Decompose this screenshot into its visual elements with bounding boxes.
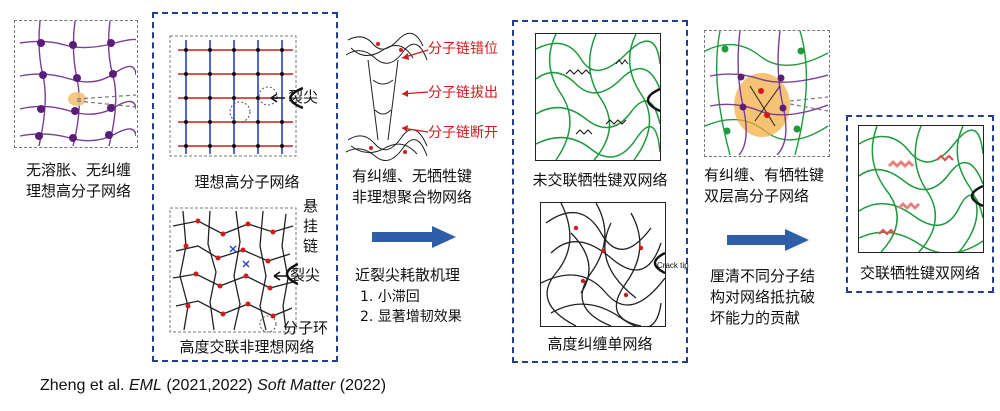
- mechanism-item-2: 2. 显著增韧效果: [360, 309, 462, 325]
- crosslinked-double-network-illustration: [858, 125, 984, 253]
- molecular-loop-label: 分子环: [283, 319, 329, 337]
- uncrosslinked-double-network-illustration: [535, 33, 661, 161]
- mechanism-arrows: [398, 40, 430, 140]
- crack-tip-arrow-2: [270, 270, 290, 282]
- dislocation-label: 分子链错位: [428, 41, 498, 57]
- crosslinked-double-label: 交联牺牲键双网络: [859, 264, 980, 282]
- citation-authors: Zheng et al.: [40, 377, 125, 394]
- citation-years-2: (2022): [339, 377, 387, 394]
- crack-tip-arrow-1: [267, 92, 287, 104]
- dangling-chain-label-1: 悬: [303, 197, 319, 215]
- bilayer-network-panel: [704, 30, 830, 157]
- uncrosslinked-double-label: 未交联牺牲键双网络: [532, 171, 668, 189]
- nonideal-network-label: 高度交联非理想网络: [179, 338, 315, 356]
- bilayer-label-line2: 双层高分子网络: [704, 187, 810, 205]
- right-arrow-1: [372, 226, 456, 248]
- dangling-chain-label-2: 挂: [303, 217, 319, 235]
- ideal-lattice-illustration: [168, 32, 303, 162]
- clarify-line1: 厘清不同分子结: [710, 267, 816, 285]
- ideal-swollen-label: 无溶胀、无纠缠: [25, 161, 131, 179]
- nonideal-network-illustration: [168, 206, 298, 334]
- pullout-label: 分子链拔出: [428, 85, 498, 101]
- entangled-label-line1: 有纠缠、无牺牲键: [352, 167, 473, 185]
- dangling-chain-label-3: 链: [303, 237, 319, 255]
- bilayer-label-line1: 有纠缠、有牺牲键: [704, 166, 825, 184]
- clarify-line2: 构对网络抵抗破: [710, 288, 816, 306]
- ideal-vs-nonideal-group: [152, 12, 338, 362]
- ideal-swollen-label-2: 理想高分子网络: [25, 182, 131, 200]
- entangled-network-illustration: [343, 30, 429, 162]
- mechanism-title: 近裂尖耗散机理: [355, 266, 461, 284]
- clarify-line3: 坏能力的贡献: [710, 309, 801, 327]
- entangled-label-line2: 非理想聚合物网络: [352, 188, 473, 206]
- ideal-network-label: 理想高分子网络: [194, 173, 300, 191]
- right-arrow-2: [727, 229, 809, 251]
- entangled-group: [512, 20, 688, 363]
- crack-tip-label-1: 裂尖: [288, 88, 319, 106]
- citation-years-1: (2021,2022): [166, 377, 253, 394]
- citation: Zheng et al. EML (2021,2022) Soft Matter…: [40, 377, 386, 395]
- mechanism-item-1: 1. 小滞回: [360, 289, 420, 305]
- entangled-single-label: 高度纠缠单网络: [547, 335, 653, 353]
- citation-journal-2: Soft Matter: [257, 377, 336, 394]
- ideal-network-illustration: [19, 21, 136, 146]
- crack-tip-en-label: Crack tip: [657, 261, 689, 270]
- scission-label: 分子链断开: [428, 125, 498, 141]
- citation-journal-1: EML: [128, 377, 162, 394]
- ideal-network-panel: [14, 20, 138, 148]
- crack-tip-label-2: 裂尖: [290, 266, 321, 284]
- crosslinked-double-group: [846, 115, 994, 293]
- entangled-single-network-illustration: [540, 202, 666, 327]
